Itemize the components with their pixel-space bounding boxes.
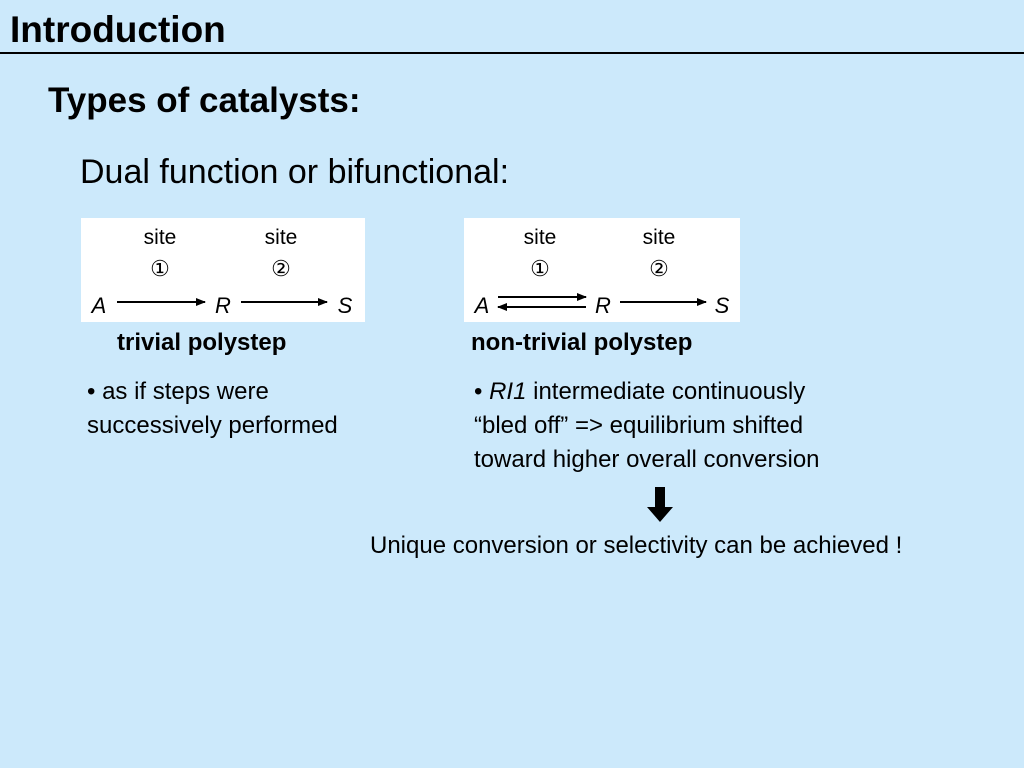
nontrivial-note-text: intermediate continuously: [526, 378, 806, 405]
site2-number: ②: [649, 256, 669, 281]
conclusion-text: Unique conversion or selectivity can be …: [370, 532, 903, 559]
species-s: S: [338, 293, 353, 318]
site1-number: ①: [530, 256, 550, 281]
site2-label: site: [643, 226, 676, 249]
nontrivial-polystep-caption: non-trivial polystep: [471, 329, 693, 356]
trivial-note-line: • as if steps were: [87, 378, 269, 405]
nontrivial-note-line: toward higher overall conversion: [474, 446, 820, 473]
intermediate-symbol: RI1: [489, 378, 527, 405]
section-heading: Types of catalysts:: [48, 81, 361, 120]
down-arrow-icon: [645, 487, 675, 528]
section-subheading: Dual function or bifunctional:: [80, 153, 510, 191]
species-r: R: [215, 293, 231, 318]
trivial-note: • as if steps were successively performe…: [87, 375, 338, 443]
bullet: •: [474, 378, 490, 405]
species-r: R: [595, 293, 611, 318]
slide-title: Introduction: [10, 9, 226, 50]
species-a: A: [90, 293, 107, 318]
site1-number: ①: [150, 256, 170, 281]
site1-label: site: [524, 226, 557, 249]
species-a: A: [473, 293, 490, 318]
nontrivial-scheme-diagram: site ① site ② A R S: [464, 218, 740, 322]
species-s: S: [715, 293, 730, 318]
site2-label: site: [265, 226, 298, 249]
trivial-note-line: successively performed: [87, 412, 338, 439]
nontrivial-note: • RI1 intermediate continuously “bled of…: [474, 375, 820, 477]
nontrivial-note-line: “bled off” => equilibrium shifted: [474, 412, 804, 439]
trivial-polystep-caption: trivial polystep: [117, 329, 287, 356]
nontrivial-note-line: • RI1 intermediate continuously: [474, 375, 820, 409]
trivial-scheme-diagram: site ① site ② A R S: [81, 218, 365, 322]
site1-label: site: [144, 226, 177, 249]
site2-number: ②: [271, 256, 291, 281]
title-divider: [0, 52, 1024, 54]
